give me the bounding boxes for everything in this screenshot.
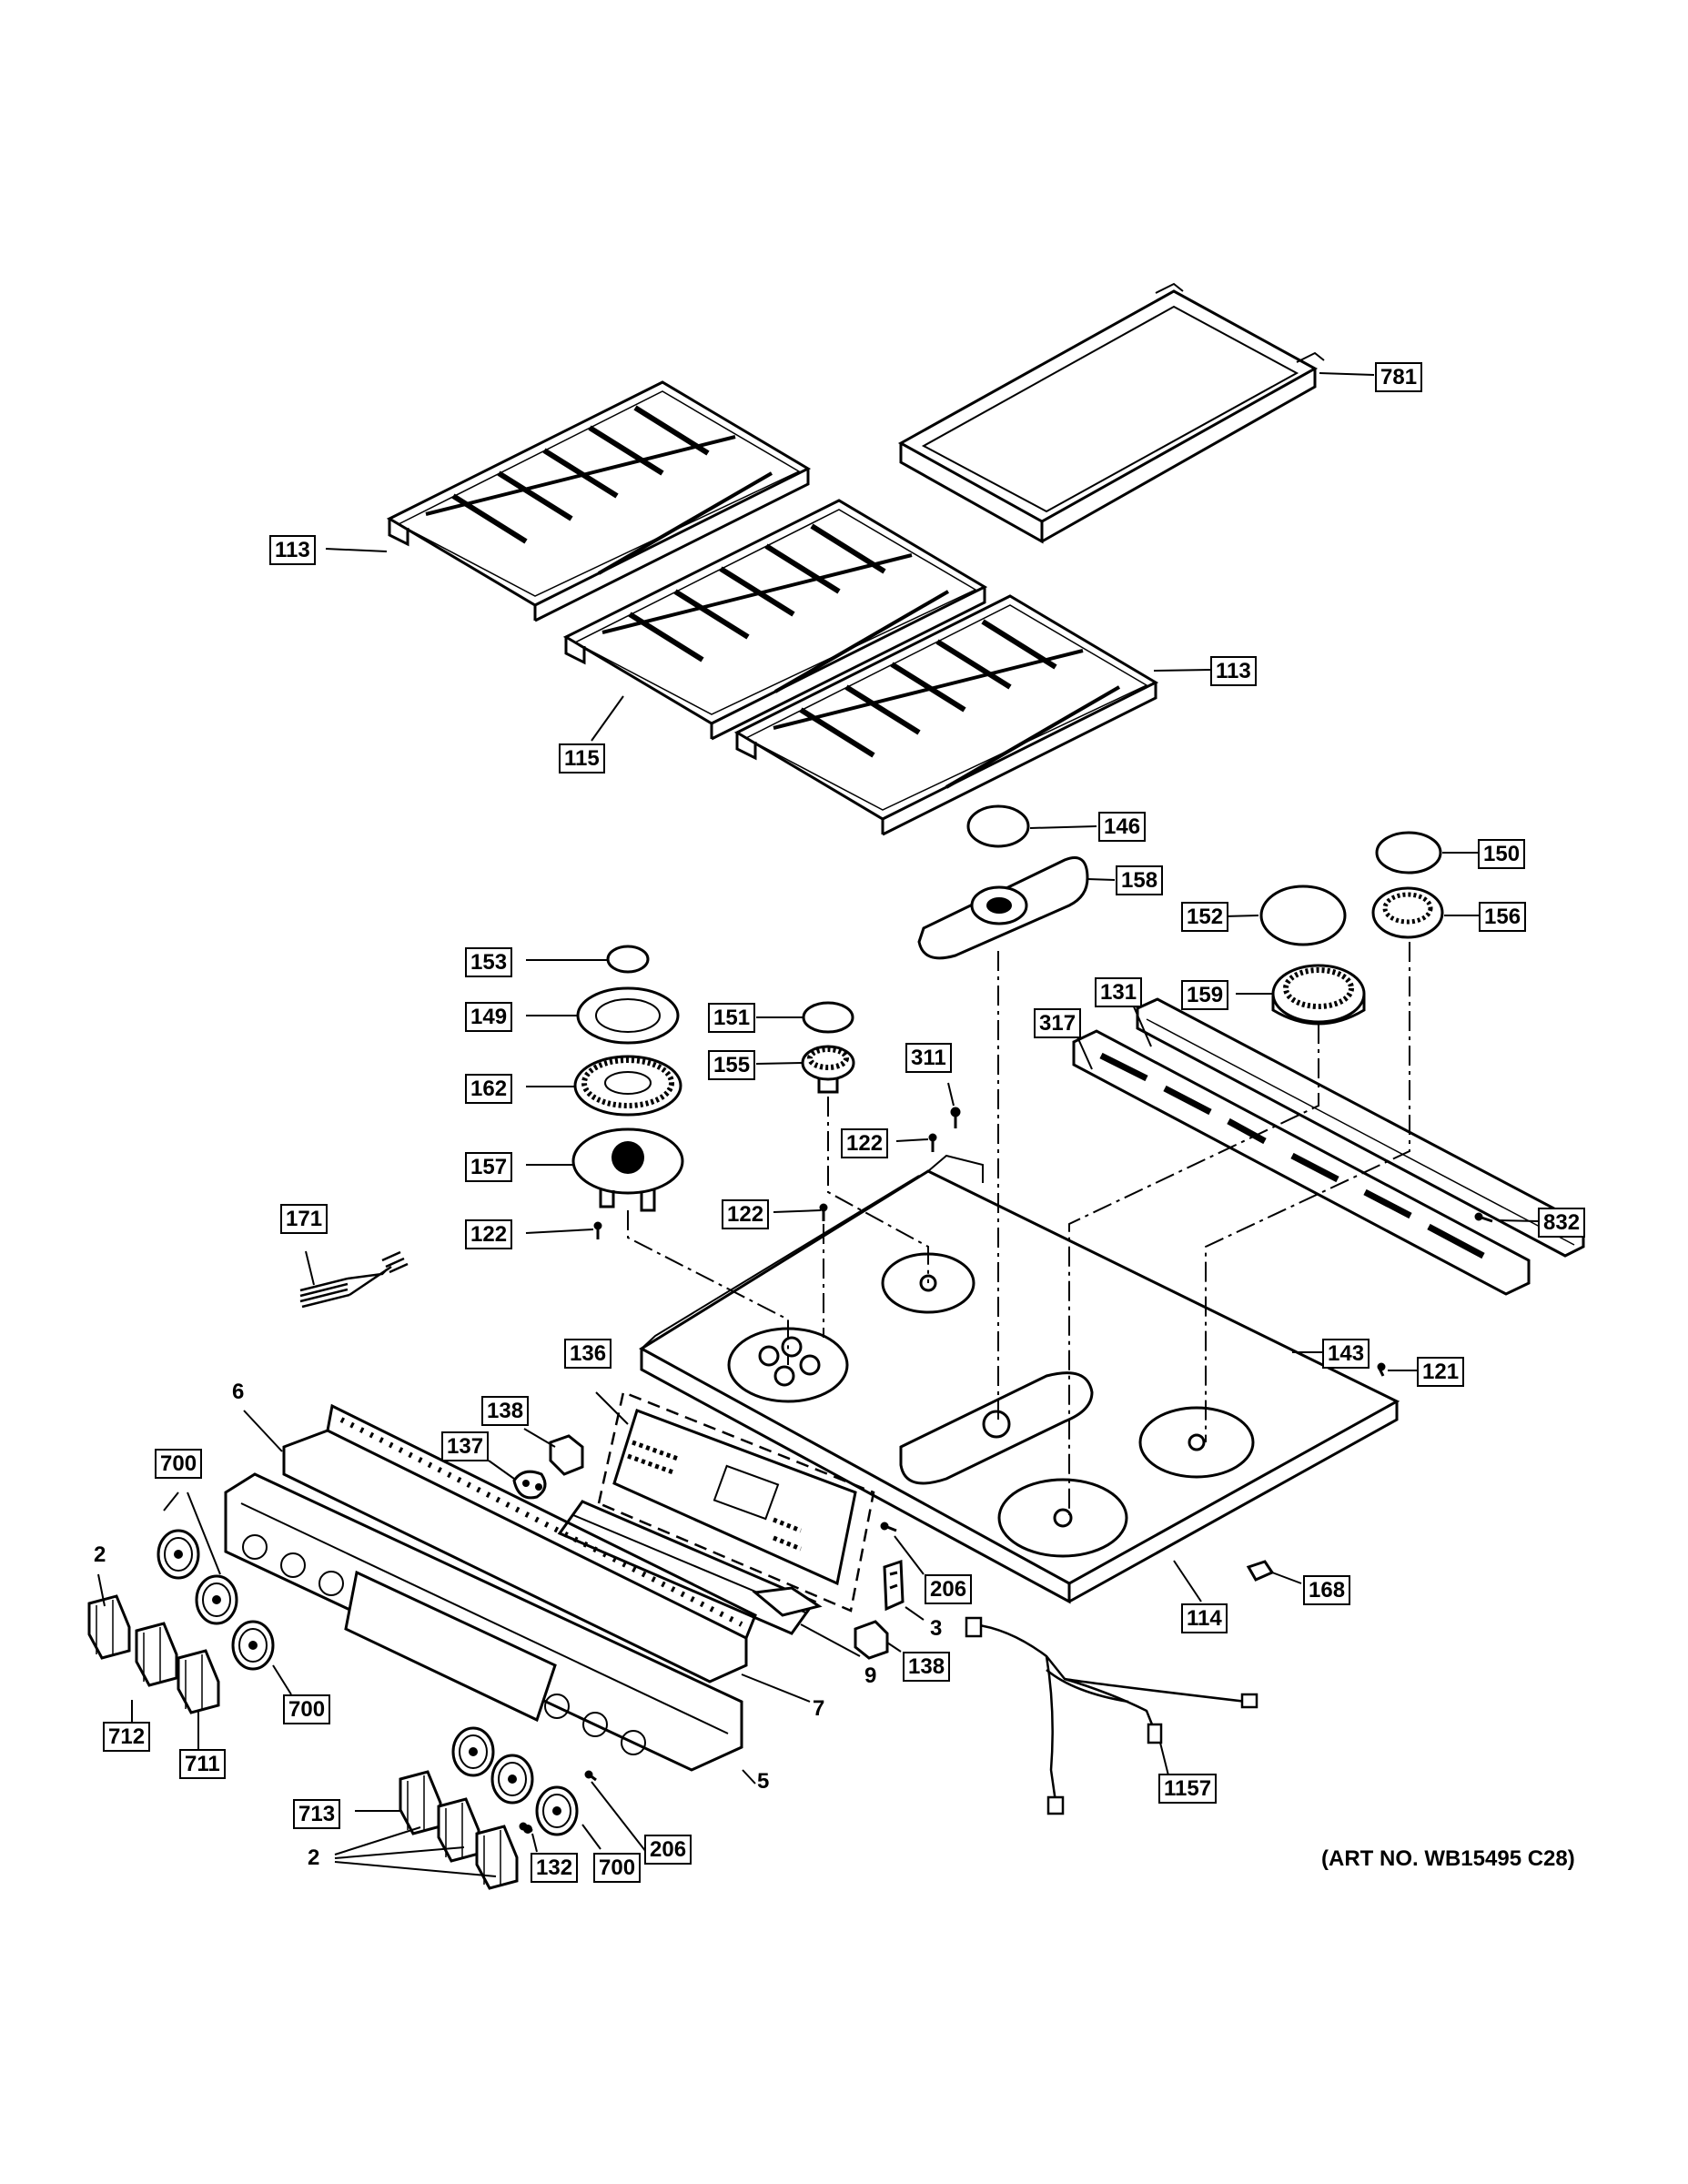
callout-6: 6 <box>232 1380 245 1404</box>
callout-171: 171 <box>280 1204 329 1234</box>
callout-113: 113 <box>1210 656 1257 686</box>
cap-151 <box>802 1001 854 1034</box>
burner-head-156 <box>1371 886 1444 939</box>
burner-base-157 <box>571 1127 684 1212</box>
switch-3 <box>883 1559 905 1612</box>
display-7 <box>752 1586 823 1617</box>
callout-113: 113 <box>269 535 316 565</box>
screw-132 <box>523 1825 532 1834</box>
callout-1157: 1157 <box>1158 1774 1218 1804</box>
grate-right-113 <box>737 596 1156 834</box>
callout-121: 121 <box>1417 1357 1465 1387</box>
callout-168: 168 <box>1303 1575 1351 1605</box>
callout-162: 162 <box>465 1074 513 1104</box>
callout-138: 138 <box>903 1652 951 1682</box>
callout-712: 712 <box>103 1722 151 1752</box>
callout-700: 700 <box>155 1449 203 1479</box>
wire-harness-1157 <box>965 1616 1258 1815</box>
callout-317: 317 <box>1034 1008 1082 1038</box>
burner-cap-150 <box>1375 831 1442 875</box>
control-panel-5 <box>224 1472 743 1772</box>
control-board-136 <box>597 1390 875 1613</box>
rear-trim-131 <box>1136 997 1585 1258</box>
callout-206: 206 <box>644 1835 692 1865</box>
leader-lines <box>97 372 1539 1877</box>
callout-700: 700 <box>283 1694 331 1724</box>
callout-115: 115 <box>559 743 605 774</box>
callout-132: 132 <box>531 1853 579 1883</box>
callout-138: 138 <box>481 1396 530 1426</box>
callout-131: 131 <box>1095 977 1143 1007</box>
burner-box-114 <box>639 1154 1400 1604</box>
burner-cap-152 <box>1259 885 1347 946</box>
callout-7: 7 <box>813 1696 825 1721</box>
art-number: (ART NO. WB15495 C28) <box>1321 1846 1575 1871</box>
burner-162 <box>573 1055 682 1117</box>
alignment-lines <box>627 942 1410 1515</box>
clip-168 <box>1246 1560 1275 1582</box>
callout-3: 3 <box>930 1616 943 1641</box>
rear-vent-317 <box>1072 1029 1531 1296</box>
callout-152: 152 <box>1181 902 1229 932</box>
callout-150: 150 <box>1478 839 1526 869</box>
burner-cap-146 <box>966 804 1030 848</box>
control-panel-frame-6 <box>282 1403 757 1684</box>
callout-158: 158 <box>1116 865 1164 895</box>
callout-153: 153 <box>465 947 513 977</box>
oval-burner-158 <box>917 856 1089 960</box>
grate-center-115 <box>566 500 985 739</box>
callout-149: 149 <box>465 1002 513 1032</box>
callout-157: 157 <box>465 1152 513 1182</box>
callout-114: 114 <box>1181 1603 1228 1633</box>
bracket-137 <box>512 1470 547 1500</box>
callout-146: 146 <box>1098 812 1147 842</box>
griddle-781 <box>897 282 1325 544</box>
burner-155 <box>801 1045 855 1094</box>
callout-122: 122 <box>841 1128 889 1158</box>
callout-122: 122 <box>465 1219 513 1249</box>
cap-153 <box>606 945 650 974</box>
bracket-138-lower <box>854 1620 889 1660</box>
callout-2: 2 <box>308 1845 320 1870</box>
callout-206: 206 <box>925 1574 973 1604</box>
callout-700: 700 <box>593 1853 642 1883</box>
callout-711: 711 <box>179 1749 226 1779</box>
bracket-138-upper <box>549 1434 584 1476</box>
burner-base-159 <box>1271 964 1366 1026</box>
callout-5: 5 <box>757 1769 770 1794</box>
ring-149 <box>576 986 680 1045</box>
callout-159: 159 <box>1181 980 1229 1010</box>
callout-781: 781 <box>1375 362 1423 392</box>
callout-151: 151 <box>708 1003 756 1033</box>
wire-harness-171 <box>299 1250 409 1309</box>
callout-122: 122 <box>722 1199 770 1229</box>
callout-9: 9 <box>864 1663 877 1688</box>
callout-311: 311 <box>905 1043 952 1073</box>
callout-137: 137 <box>441 1431 490 1461</box>
callout-2: 2 <box>94 1542 106 1567</box>
callout-832: 832 <box>1538 1208 1586 1238</box>
callout-713: 713 <box>293 1799 341 1829</box>
callout-136: 136 <box>564 1339 612 1369</box>
callout-156: 156 <box>1479 902 1527 932</box>
callout-143: 143 <box>1322 1339 1370 1369</box>
callout-155: 155 <box>708 1050 756 1080</box>
